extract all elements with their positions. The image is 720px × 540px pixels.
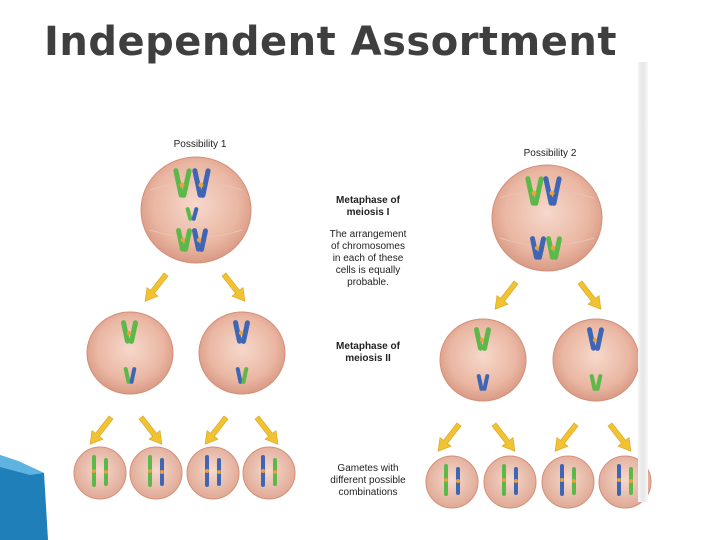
metaphase2-line1: Metaphase of xyxy=(336,341,400,352)
metaphase-meiosis2-title: Metaphase of meiosis II xyxy=(313,341,423,365)
cell-p1-meiosis2-right xyxy=(198,311,286,395)
cell-possibility1-meiosis1 xyxy=(140,156,252,264)
scan-edge-decoration xyxy=(638,62,648,502)
cell-possibility2-meiosis1 xyxy=(491,164,603,272)
gametes-line3: combinations xyxy=(338,487,398,498)
cell-p2-meiosis2-right xyxy=(552,318,640,402)
arrangement-line1: The arrangement xyxy=(329,229,407,240)
gametes-line2: different possible xyxy=(330,475,406,486)
gametes-possibility1 xyxy=(73,446,296,500)
metaphase-meiosis1-title: Metaphase of meiosis I xyxy=(313,195,423,219)
metaphase1-line1: Metaphase of xyxy=(336,195,400,206)
gametes-note: Gametes with different possible combinat… xyxy=(313,463,423,499)
gametes-line1: Gametes with xyxy=(337,463,399,474)
arrangement-line3: in each of these xyxy=(332,253,404,264)
gametes-possibility2 xyxy=(425,455,652,509)
cell-p1-meiosis2-left xyxy=(86,311,174,395)
arrangement-line5: probable. xyxy=(347,277,389,288)
metaphase1-line2: meiosis I xyxy=(346,207,390,218)
arrangement-note: The arrangement of chromosomes in each o… xyxy=(313,229,423,289)
slide-title: Independent Assortment xyxy=(44,19,617,65)
possibility-2-label: Possibility 2 xyxy=(523,148,577,159)
possibility-1-label: Possibility 1 xyxy=(173,139,227,150)
corner-accent-shape xyxy=(0,455,48,540)
arrangement-line4: cells is equally xyxy=(335,265,401,276)
arrangement-line2: of chromosomes xyxy=(331,241,405,252)
metaphase2-line2: meiosis II xyxy=(345,353,391,364)
cell-p2-meiosis2-left xyxy=(439,318,527,402)
